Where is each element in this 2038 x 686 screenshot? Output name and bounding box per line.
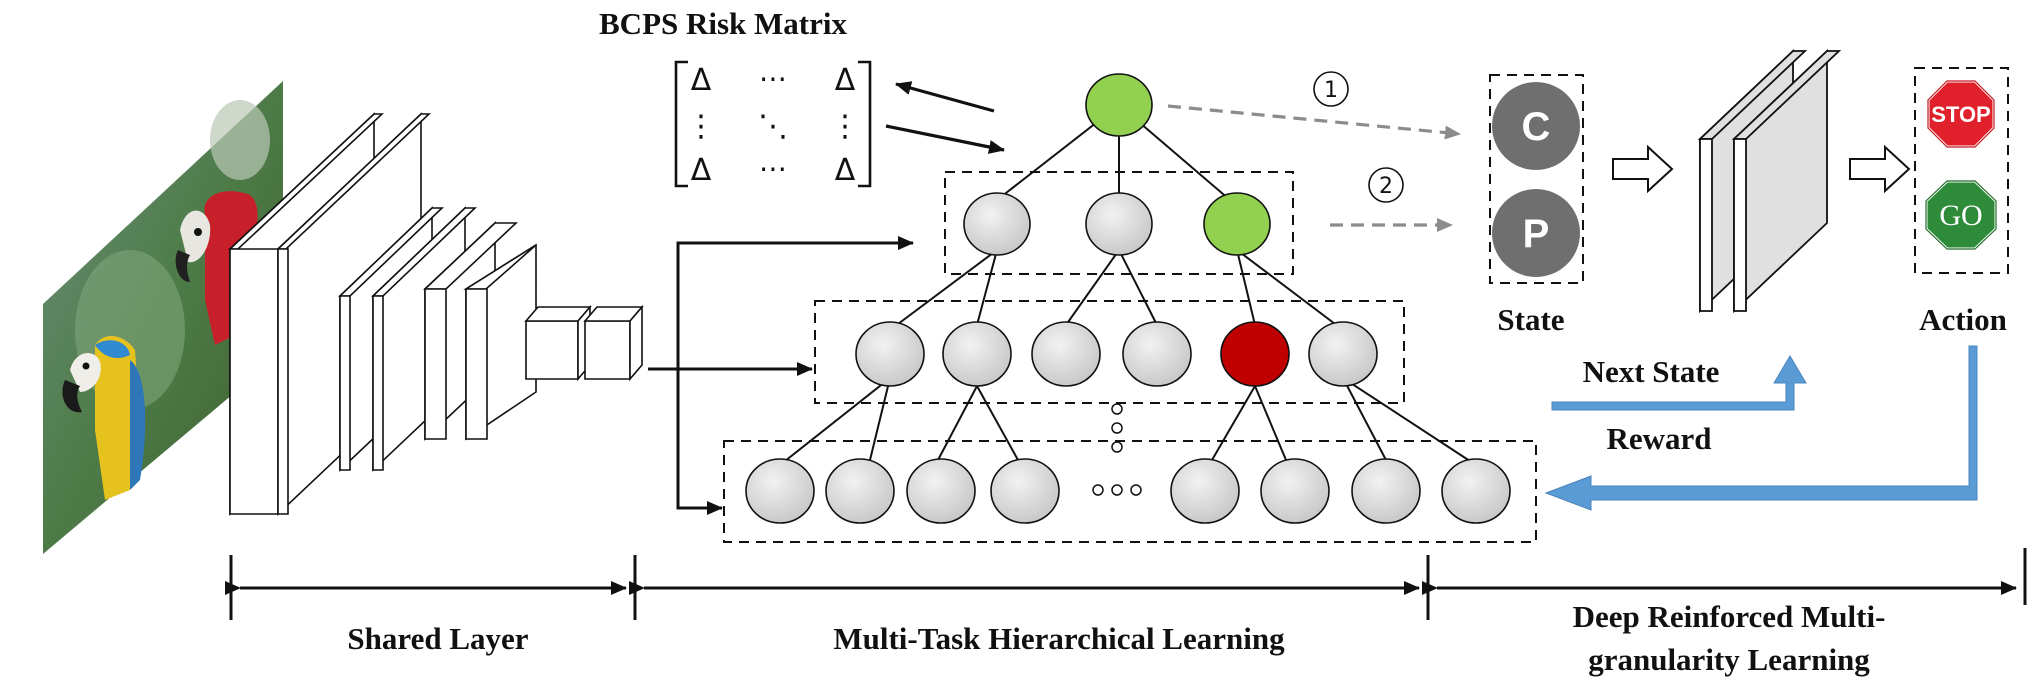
- tree-node: [942, 321, 1012, 387]
- action-box: STOP GO: [1914, 67, 2009, 274]
- tree-node: [1441, 458, 1511, 524]
- matrix-cell: Δ: [835, 153, 856, 188]
- hollow-arrow-icon: [1612, 144, 1911, 194]
- tree-node: [963, 192, 1031, 256]
- tree-node: [990, 458, 1060, 524]
- state-p-label: P: [1523, 212, 1550, 256]
- action-label: Action: [1919, 302, 2007, 337]
- multitask-label: Multi-Task Hierarchical Learning: [833, 621, 1285, 656]
- tree-edges: [779, 104, 1477, 466]
- state-c-label: C: [1522, 105, 1551, 149]
- reward-label: Reward: [1606, 421, 1711, 456]
- marker-two: 2: [1379, 174, 1393, 199]
- tree-node: [855, 321, 925, 387]
- tree-node: [1031, 321, 1101, 387]
- step-markers: 1 2: [1313, 71, 1404, 203]
- tree-node: [825, 458, 895, 524]
- shared-layer-label: Shared Layer: [347, 621, 528, 656]
- marker-one: 1: [1324, 78, 1338, 103]
- stop-label: STOP: [1931, 102, 1991, 127]
- tree-node: [1308, 321, 1378, 387]
- tree-node: [1260, 458, 1330, 524]
- photo-parrots-icon: [43, 81, 283, 554]
- state-box: C P: [1489, 74, 1584, 284]
- matrix-cell: ⋯: [759, 62, 787, 95]
- deep-rl-label-line1: Deep Reinforced Multi-: [1573, 599, 1886, 634]
- tree-node-selected: [1203, 192, 1271, 256]
- matrix-cell: ⋯: [759, 152, 787, 185]
- tree-nodes: [745, 73, 1511, 524]
- tree-node: [1122, 321, 1192, 387]
- tree-node: [1085, 192, 1153, 256]
- risk-matrix-title: BCPS Risk Matrix: [599, 6, 848, 41]
- matrix-cell: ⋮: [830, 109, 860, 144]
- go-sign-icon: GO: [1924, 179, 1998, 251]
- risk-matrix: Δ ⋯ Δ ⋮ ⋱ ⋮ Δ ⋯ Δ: [674, 60, 872, 188]
- shared-layer-cnn: [227, 112, 644, 516]
- root-node: [1085, 73, 1153, 137]
- tree-node: [1170, 458, 1240, 524]
- feature-branch-arrows: [648, 236, 914, 515]
- matrix-cell: Δ: [691, 63, 712, 98]
- go-label: GO: [1939, 199, 1982, 232]
- matrix-link-arrows: [885, 81, 1005, 154]
- matrix-cell: ⋱: [758, 109, 788, 144]
- matrix-cell: Δ: [835, 63, 856, 98]
- tree-node: [745, 458, 815, 524]
- policy-network-block: [1697, 48, 1842, 314]
- next-state-arrow: [1551, 355, 1807, 411]
- reward-arrow: [1544, 345, 1978, 511]
- state-dashed-arrows: [1167, 104, 1461, 232]
- tree-node: [1351, 458, 1421, 524]
- tree-node-risk: [1220, 321, 1290, 387]
- deep-rl-label-line2: granularity Learning: [1588, 642, 1870, 677]
- next-state-label: Next State: [1583, 354, 1720, 389]
- state-label: State: [1497, 302, 1564, 337]
- stop-sign-icon: STOP: [1926, 79, 1996, 149]
- matrix-cell: ⋮: [686, 109, 716, 144]
- matrix-cell: Δ: [691, 153, 712, 188]
- ellipsis-dots: [1092, 403, 1142, 496]
- tree-node: [906, 458, 976, 524]
